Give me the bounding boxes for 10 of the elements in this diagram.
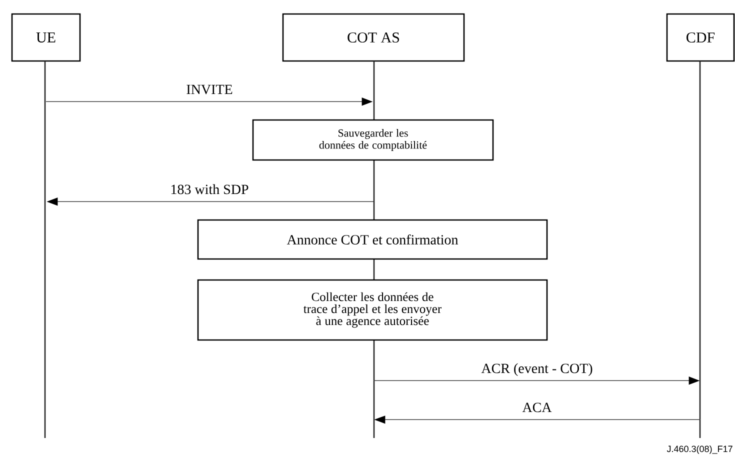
action-box: Sauvegarder les données de comptabilité	[252, 119, 494, 161]
action-box: Collecter les données de trace d’appel et les envoyer à une agence autorisée	[197, 279, 548, 341]
participant-box: UE	[11, 13, 81, 62]
action-box: Annonce COT et confirmation	[197, 219, 548, 260]
edge-label: 183 with SDP	[171, 184, 248, 194]
edge-label: ACA	[522, 402, 552, 412]
edge-label: ACR (event - COT)	[481, 363, 592, 376]
edge-label: INVITE	[186, 84, 232, 94]
participant-box: CDF	[666, 13, 735, 62]
participant-box: COT AS	[282, 13, 465, 62]
